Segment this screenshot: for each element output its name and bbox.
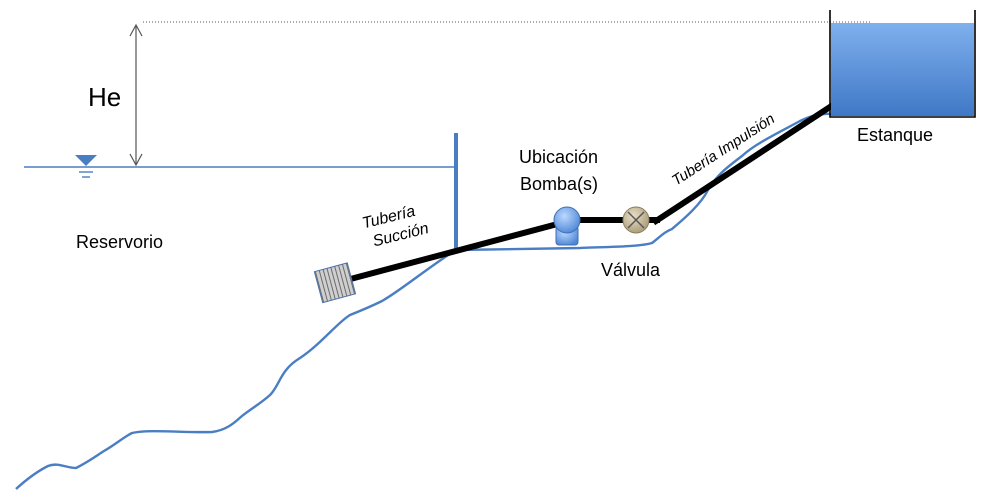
valve-icon xyxy=(622,206,650,234)
discharge-pipe xyxy=(651,98,841,226)
pump-icon xyxy=(553,206,581,246)
height-label: He xyxy=(88,82,121,112)
valve-label: Válvula xyxy=(601,260,661,280)
pump-location-label-line1: Ubicación xyxy=(519,147,598,167)
reservoir-label: Reservorio xyxy=(76,232,163,252)
pump-location-label-line2: Bomba(s) xyxy=(520,174,598,194)
suction-pipe xyxy=(339,218,569,285)
foot-valve-strainer-icon xyxy=(313,262,357,304)
height-dimension-arrow xyxy=(129,23,143,167)
water-level-triangle-icon xyxy=(75,155,97,178)
tank-label: Estanque xyxy=(857,125,933,145)
tank xyxy=(829,10,976,118)
terrain-profile xyxy=(15,112,833,490)
